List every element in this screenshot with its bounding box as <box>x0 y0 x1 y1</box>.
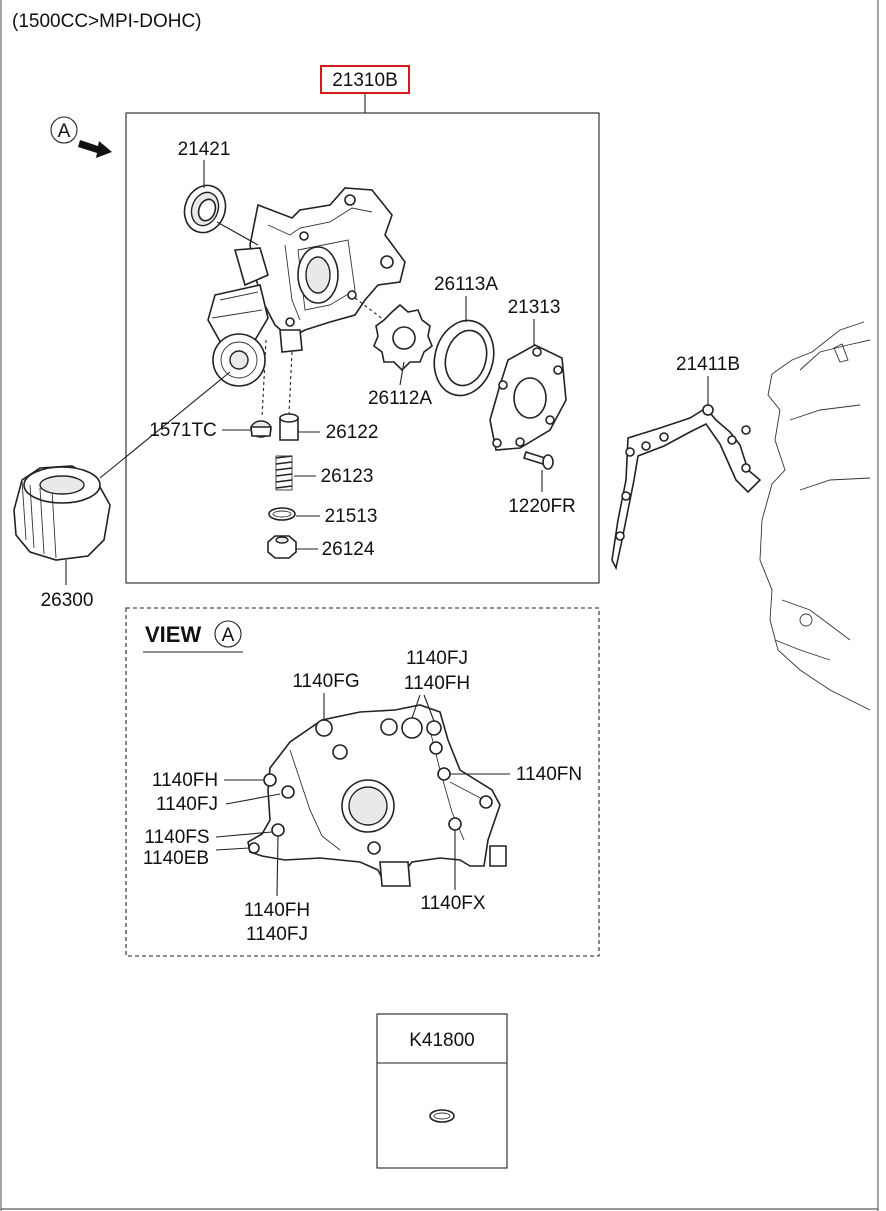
label-21313[interactable]: 21313 <box>508 297 561 318</box>
assembly-box <box>125 112 600 584</box>
oil-filter-26300[interactable] <box>13 465 111 561</box>
inner-gear-26112A[interactable] <box>373 303 433 372</box>
view-a-label-fj-bottom[interactable]: 1140FJ <box>246 924 308 945</box>
label-21513[interactable]: 21513 <box>325 506 378 527</box>
kit-part-number: K41800 <box>409 1030 475 1051</box>
plug-1571TC[interactable] <box>250 420 272 438</box>
view-a-marker: A <box>50 116 112 158</box>
assembly-highlight-box <box>320 65 410 94</box>
view-a-marker-letter: A <box>58 121 71 142</box>
view-a-label-fs[interactable]: 1140FS <box>144 827 209 848</box>
label-26112A[interactable]: 26112A <box>368 388 432 409</box>
kit-k41800-box[interactable]: K41800 <box>376 1013 508 1169</box>
label-1220FR[interactable]: 1220FR <box>508 496 576 517</box>
outer-rotor-26113A[interactable] <box>426 314 502 402</box>
screw-1220FR[interactable] <box>522 451 554 470</box>
label-26300[interactable]: 26300 <box>41 590 94 611</box>
view-a-label-fg[interactable]: 1140FG <box>292 671 359 692</box>
view-a-label-eb[interactable]: 1140EB <box>143 848 209 869</box>
view-a-label-fx[interactable]: 1140FX <box>420 893 485 914</box>
view-a-label-fn[interactable]: 1140FN <box>516 764 582 785</box>
view-a-label-fh-top[interactable]: 1140FH <box>404 673 470 694</box>
label-21421[interactable]: 21421 <box>178 139 231 160</box>
view-a-label-fj-top[interactable]: 1140FJ <box>406 648 468 669</box>
spring-26123[interactable] <box>275 455 293 491</box>
label-26124[interactable]: 26124 <box>322 539 375 560</box>
oil-pump-body[interactable] <box>207 187 406 387</box>
view-a-label-fh-bottom[interactable]: 1140FH <box>244 900 310 921</box>
label-26123[interactable]: 26123 <box>321 466 374 487</box>
view-a-circle <box>214 620 242 648</box>
plug-26124[interactable] <box>267 535 297 559</box>
view-a-label-fh-left[interactable]: 1140FH <box>152 770 218 791</box>
gasket-21411B[interactable] <box>611 404 762 571</box>
assembly-callout[interactable]: 21310B <box>320 65 410 94</box>
view-a-box <box>125 607 600 957</box>
cover-plate-21313[interactable] <box>489 344 567 451</box>
engine-block-outline <box>759 321 871 711</box>
view-a-letter: A <box>222 625 235 646</box>
label-26113A[interactable]: 26113A <box>434 274 498 295</box>
view-a-pump-housing <box>247 704 507 887</box>
label-26122[interactable]: 26122 <box>326 422 379 443</box>
seal-21421[interactable] <box>178 180 232 239</box>
view-a-label-fj-left[interactable]: 1140FJ <box>156 794 218 815</box>
label-1571TC[interactable]: 1571TC <box>149 420 217 441</box>
assembly-part-number: 21310B <box>332 70 398 91</box>
view-arrow-icon <box>78 140 112 158</box>
header-title: (1500CC>MPI-DOHC) <box>12 11 202 32</box>
label-21411B[interactable]: 21411B <box>676 354 740 375</box>
gasket-21513[interactable] <box>268 507 296 521</box>
view-a-title: VIEW <box>145 622 201 647</box>
kit-oring-icon <box>429 1109 455 1123</box>
plunger-26122[interactable] <box>279 413 299 441</box>
